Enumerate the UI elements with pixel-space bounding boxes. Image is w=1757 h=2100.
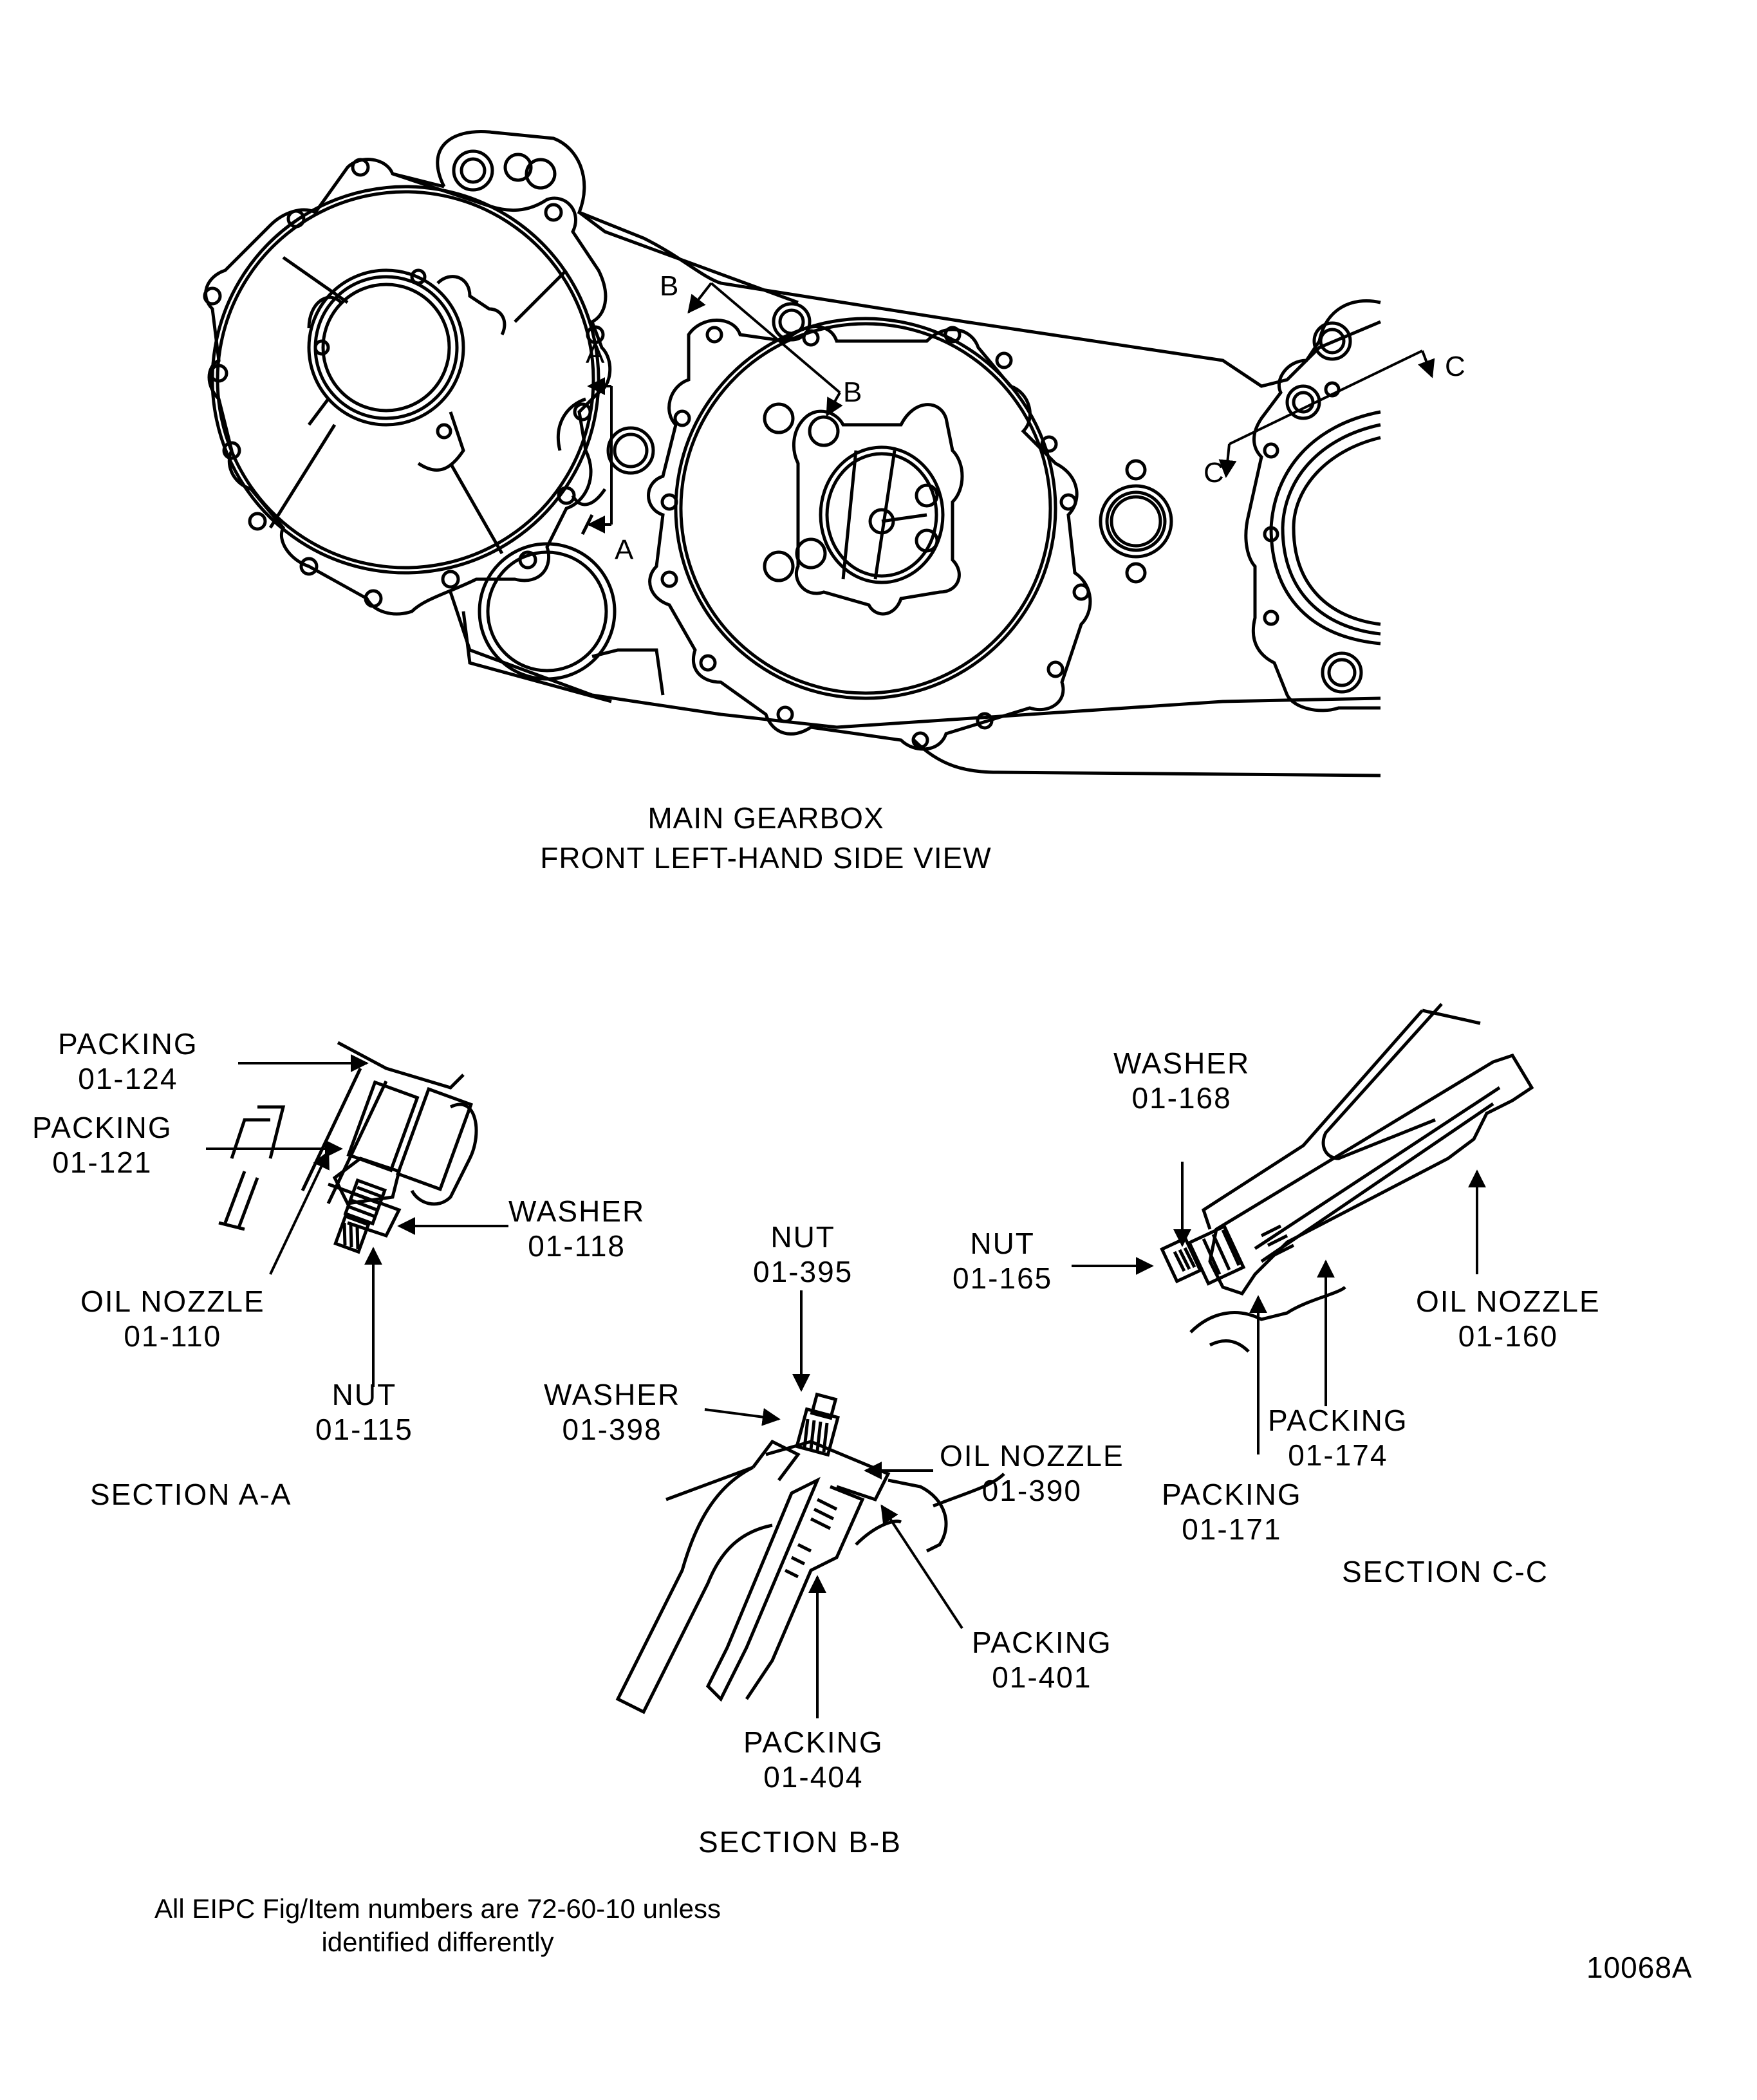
callout-item: 01-174	[1288, 1438, 1388, 1472]
section-cut-lines	[587, 282, 1435, 534]
callout-cc-packing-171: PACKING 01-171	[1162, 1477, 1302, 1547]
callout-name: PACKING	[1268, 1404, 1408, 1437]
right-flange	[1244, 299, 1381, 712]
caption-line-2: FRONT LEFT-HAND SIDE VIEW	[540, 841, 992, 875]
callout-aa-oil-nozzle-110: OIL NOZZLE 01-110	[80, 1284, 265, 1353]
left-bore	[307, 268, 465, 427]
aa-nozzle-body	[332, 1157, 401, 1254]
section-aa-leaders	[206, 1054, 508, 1387]
middle-flange	[647, 319, 1092, 751]
callout-item: 01-121	[52, 1146, 153, 1179]
callout-name: NUT	[770, 1220, 835, 1254]
section-marker-a-top: A	[586, 338, 605, 369]
callout-name: PACKING	[58, 1027, 198, 1061]
callout-name: PACKING	[972, 1626, 1112, 1659]
section-cc-leaders	[1072, 1162, 1486, 1454]
eipc-reference-note: All EIPC Fig/Item numbers are 72-60-10 u…	[84, 1892, 792, 1959]
left-flange	[204, 158, 612, 616]
callout-item: 01-390	[981, 1474, 1082, 1507]
left-ring	[210, 185, 600, 575]
callout-item: 01-398	[562, 1413, 662, 1446]
callout-name: OIL NOZZLE	[940, 1439, 1124, 1473]
callout-name: OIL NOZZLE	[80, 1285, 265, 1318]
housing-outline	[392, 129, 1381, 388]
callout-item: 01-168	[1131, 1081, 1232, 1115]
callout-bb-packing-401: PACKING 01-401	[972, 1625, 1112, 1695]
section-cc-title: SECTION C-C	[1342, 1555, 1548, 1588]
callout-item: 01-404	[763, 1760, 864, 1794]
section-marker-a-bottom: A	[615, 534, 634, 566]
note-line-1: All EIPC Fig/Item numbers are 72-60-10 u…	[154, 1893, 721, 1924]
callout-item: 01-395	[753, 1255, 853, 1288]
main-view-caption: MAIN GEARBOX FRONT LEFT-HAND SIDE VIEW	[502, 798, 1030, 878]
callout-bb-washer-398: WASHER 01-398	[544, 1377, 680, 1447]
cc-nozzle	[1208, 1053, 1534, 1296]
callout-cc-washer-168: WASHER 01-168	[1113, 1046, 1250, 1115]
callout-name: WASHER	[508, 1194, 646, 1228]
callout-name: WASHER	[1113, 1046, 1250, 1080]
section-aa-drawing	[218, 1041, 478, 1254]
callout-bb-oil-nozzle-390: OIL NOZZLE 01-390	[940, 1438, 1124, 1508]
cut-line-cc	[1229, 349, 1423, 445]
callout-name: NUT	[331, 1378, 397, 1411]
callout-item: 01-115	[315, 1413, 413, 1446]
callout-item: 01-118	[528, 1229, 626, 1263]
bb-nozzle	[705, 1392, 865, 1702]
callout-bb-nut-395: NUT 01-395	[753, 1220, 853, 1289]
section-marker-b-left: B	[660, 270, 679, 302]
right-middle-boss	[1099, 484, 1173, 559]
section-marker-c-left: C	[1204, 457, 1224, 488]
callout-name: OIL NOZZLE	[1416, 1285, 1601, 1318]
section-aa-title: SECTION A-A	[90, 1478, 292, 1511]
section-bb-title: SECTION B-B	[698, 1825, 902, 1859]
section-cc-drawing	[1160, 1003, 1534, 1353]
callout-item: 01-171	[1182, 1512, 1282, 1546]
callout-aa-nut-115: NUT 01-115	[315, 1377, 413, 1447]
callout-name: PACKING	[32, 1111, 172, 1144]
bolt-holes-left	[203, 158, 605, 608]
callout-cc-oil-nozzle-160: OIL NOZZLE 01-160	[1416, 1284, 1601, 1353]
bolt-holes-middle	[660, 326, 1090, 749]
section-bb-leaders	[704, 1290, 963, 1718]
callout-item: 01-401	[992, 1660, 1092, 1694]
aa-boss	[606, 426, 655, 475]
section-marker-c-right: C	[1445, 351, 1465, 382]
section-bb-drawing	[615, 1392, 1005, 1714]
callout-item: 01-124	[78, 1062, 178, 1095]
lower-left-boss	[478, 542, 617, 681]
section-marker-b-right: B	[843, 376, 862, 408]
cut-line-bb	[710, 282, 841, 394]
middle-hub	[792, 403, 964, 616]
middle-ring	[674, 317, 1057, 700]
callout-aa-packing-121: PACKING 01-121	[32, 1110, 172, 1180]
callout-name: WASHER	[544, 1378, 681, 1411]
note-line-2: identified differently	[321, 1927, 554, 1957]
callout-bb-packing-404: PACKING 01-404	[743, 1725, 884, 1794]
callout-aa-washer-118: WASHER 01-118	[508, 1194, 645, 1263]
callout-name: NUT	[970, 1227, 1035, 1260]
callout-item: 01-165	[953, 1261, 1053, 1295]
callout-cc-nut-165: NUT 01-165	[953, 1226, 1052, 1296]
callout-name: PACKING	[1162, 1478, 1302, 1511]
callout-cc-packing-174: PACKING 01-174	[1268, 1403, 1408, 1473]
caption-line-1: MAIN GEARBOX	[647, 801, 884, 835]
callout-item: 01-110	[124, 1319, 222, 1353]
callout-name: PACKING	[743, 1725, 884, 1759]
callout-aa-packing-124: PACKING 01-124	[58, 1027, 198, 1096]
figure-id: 10068A	[1586, 1951, 1693, 1984]
main-gearbox-view	[203, 129, 1381, 777]
callout-item: 01-160	[1458, 1319, 1558, 1353]
